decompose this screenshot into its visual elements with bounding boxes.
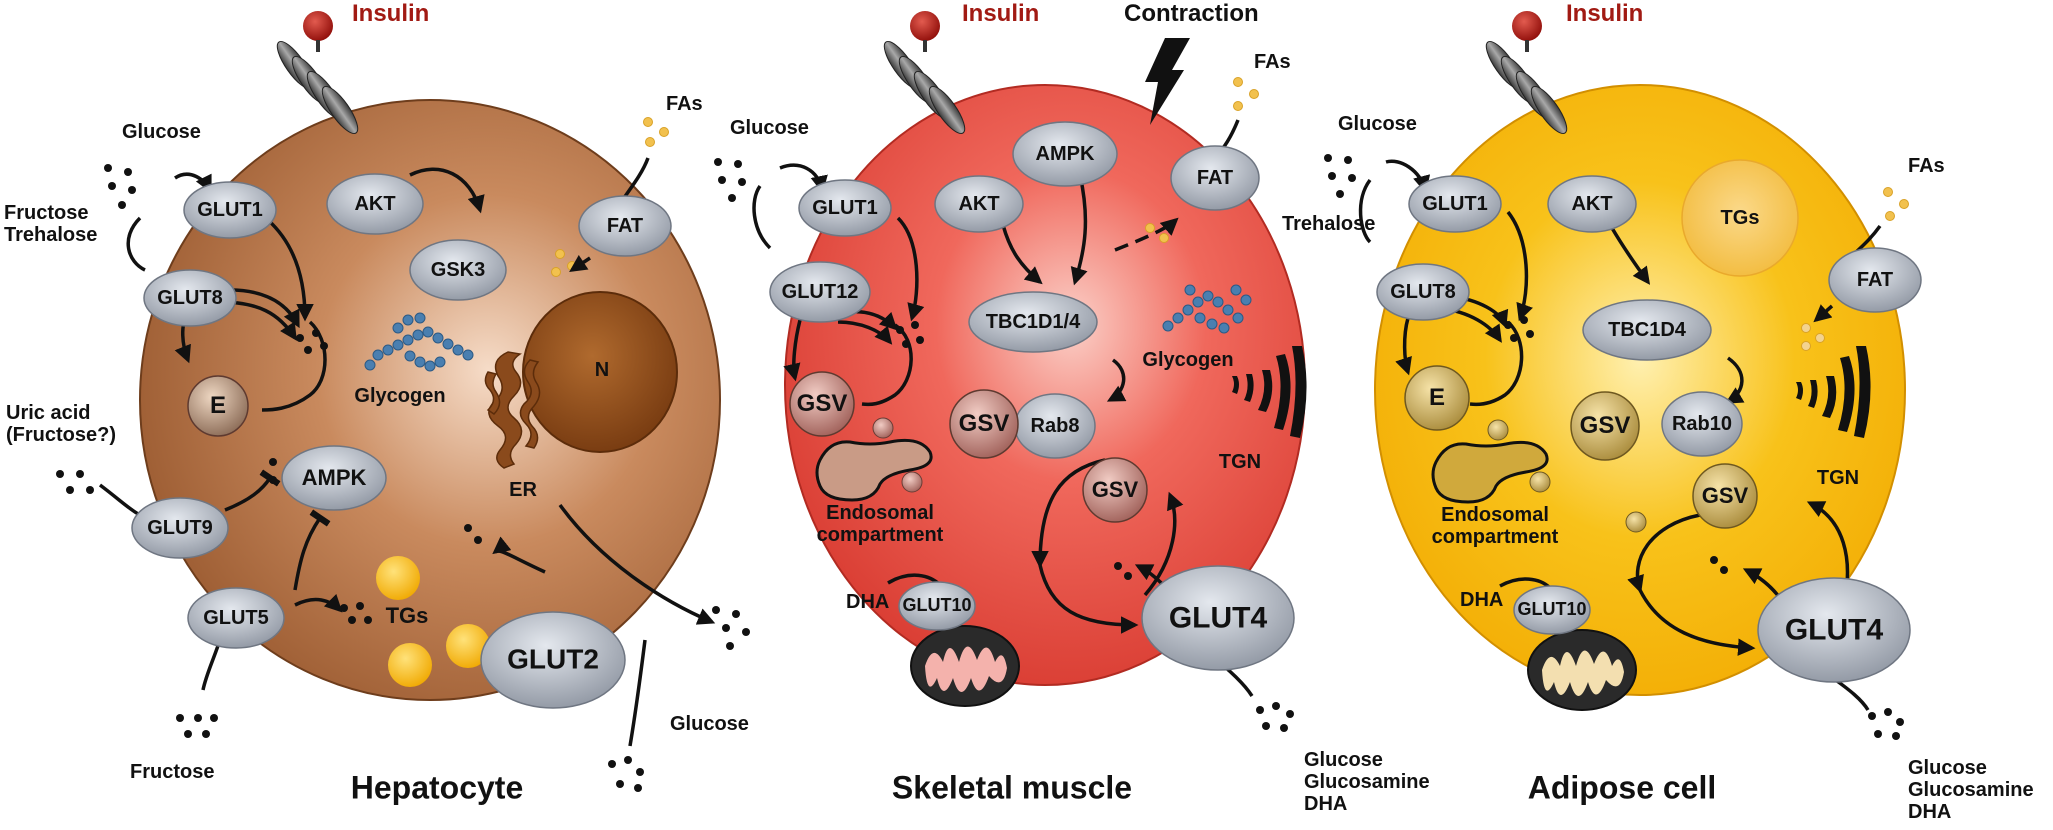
- title-adipose: Adipose cell: [1527, 769, 1717, 806]
- tbc1d1-4-muscle: TBC1D1/4: [985, 311, 1081, 333]
- dha-label-adipose: DHA: [1460, 589, 1504, 611]
- tg-droplet: [376, 556, 420, 600]
- insulin-label-muscle: Insulin: [962, 0, 1040, 27]
- insulin-receptor-muscle: [883, 11, 966, 135]
- rab10-adipose: Rab10: [1671, 413, 1733, 435]
- glucose-in-label-hepatocyte: Glucose: [122, 121, 201, 143]
- glycogen-granule-muscle: [1162, 284, 1252, 334]
- e-adipose: E: [1428, 383, 1446, 411]
- fructose-label: Fructose: [130, 761, 215, 783]
- title-muscle: Skeletal muscle: [891, 769, 1133, 806]
- fas-label-hepatocyte: FAs: [666, 93, 703, 115]
- fat-hepatocyte: FAT: [606, 215, 644, 237]
- vesicles: [187, 365, 1758, 529]
- ampk-hepatocyte: AMPK: [301, 464, 367, 490]
- glucose-out-label-hepatocyte: Glucose: [670, 713, 749, 735]
- proteins: [131, 121, 1922, 709]
- rab8-muscle: Rab8: [1030, 415, 1080, 437]
- endosomal-label-adipose: Endosomal compartment: [1431, 504, 1559, 548]
- nucleus-label: N: [594, 359, 610, 381]
- glycogen-label-muscle: Glycogen: [1142, 349, 1234, 371]
- insulin-receptor-hepatocyte: [276, 11, 359, 135]
- akt-hepatocyte: AKT: [354, 193, 396, 215]
- gsv-muscle-2: GSV: [958, 409, 1010, 437]
- glucose-in-label-adipose: Glucose: [1338, 113, 1417, 135]
- fat-adipose: FAT: [1856, 269, 1894, 291]
- ampk-muscle: AMPK: [1035, 143, 1095, 165]
- gsv-muscle-3: GSV: [1091, 476, 1139, 502]
- output-label-adipose: Glucose Glucosamine DHA: [1908, 757, 2034, 823]
- insulin-label-hepatocyte: Insulin: [352, 0, 430, 27]
- gsv-adipose-2: GSV: [1701, 482, 1749, 508]
- output-label-muscle: Glucose Glucosamine DHA: [1304, 749, 1430, 815]
- glut1-muscle: GLUT1: [812, 197, 878, 219]
- contraction-lightning-icon: [1145, 38, 1190, 125]
- glut9-hepatocyte: GLUT9: [147, 517, 213, 539]
- akt-muscle: AKT: [958, 193, 1000, 215]
- uric-acid-label: Uric acid (Fructose?): [6, 402, 116, 446]
- glut1-adipose: GLUT1: [1422, 193, 1488, 215]
- glut1-hepatocyte: GLUT1: [197, 199, 263, 221]
- glycogen-granule-hepatocyte: [364, 312, 474, 372]
- fructose-trehalose-label: Fructose Trehalose: [4, 202, 98, 246]
- glut4-adipose: GLUT4: [1784, 613, 1884, 647]
- tgs-label-hepatocyte: TGs: [385, 602, 429, 628]
- tg-droplet: [446, 624, 490, 668]
- glut5-hepatocyte: GLUT5: [203, 607, 269, 629]
- nucleus: [522, 291, 678, 453]
- dha-label-muscle: DHA: [846, 591, 890, 613]
- akt-adipose: AKT: [1571, 193, 1613, 215]
- insulin-label-adipose: Insulin: [1566, 0, 1644, 27]
- tgn-muscle: [1232, 346, 1307, 438]
- tgn-label-muscle: TGN: [1218, 451, 1262, 473]
- vesicle: [1487, 419, 1509, 441]
- glut2-hepatocyte: GLUT2: [507, 643, 599, 675]
- glut8-hepatocyte: GLUT8: [157, 287, 223, 309]
- vesicle: [1529, 471, 1551, 493]
- insulin-receptor-adipose: [1485, 11, 1568, 135]
- glucose-in-label-muscle: Glucose: [730, 117, 809, 139]
- glut10-adipose: GLUT10: [1517, 599, 1587, 620]
- glut10-muscle: GLUT10: [902, 595, 972, 616]
- endosomal-compartment-muscle: [815, 438, 933, 502]
- vesicle: [1625, 511, 1647, 533]
- mitochondrion-muscle: [910, 625, 1020, 707]
- tg-droplet: [388, 643, 432, 687]
- tbc1d4-adipose: TBC1D4: [1608, 319, 1686, 341]
- fas-label-adipose: FAs: [1908, 155, 1945, 177]
- endosomal-label-muscle: Endosomal compartment: [816, 502, 944, 546]
- glut8-adipose: GLUT8: [1390, 281, 1456, 303]
- tgn-label-adipose: TGN: [1816, 467, 1860, 489]
- endoplasmic-reticulum: [484, 351, 541, 469]
- tg-lipid-droplet-adipose: [1681, 159, 1799, 277]
- trehalose-label: Trehalose: [1282, 213, 1376, 235]
- glycogen-label-hepatocyte: Glycogen: [354, 385, 446, 407]
- tgn-adipose: [1796, 346, 1871, 438]
- vesicle: [872, 417, 894, 439]
- e-hepatocyte: E: [209, 391, 227, 419]
- gsv-adipose-1: GSV: [1579, 411, 1631, 439]
- fas-label-muscle: FAs: [1254, 51, 1291, 73]
- glut4-muscle: GLUT4: [1168, 601, 1268, 635]
- fat-muscle: FAT: [1196, 167, 1234, 189]
- gsv-muscle-1: GSV: [796, 389, 848, 417]
- contraction-label: Contraction: [1124, 0, 1259, 27]
- hepatocyte-cell: [139, 99, 721, 701]
- tgs-label-adipose: TGs: [1720, 207, 1760, 229]
- gsk3-hepatocyte: GSK3: [430, 259, 486, 281]
- mitochondrion-adipose: [1527, 629, 1637, 711]
- glut12-muscle: GLUT12: [781, 281, 859, 303]
- vesicle: [901, 471, 923, 493]
- endosomal-compartment-adipose: [1431, 440, 1549, 504]
- er-label: ER: [509, 479, 537, 501]
- title-hepatocyte: Hepatocyte: [350, 769, 524, 806]
